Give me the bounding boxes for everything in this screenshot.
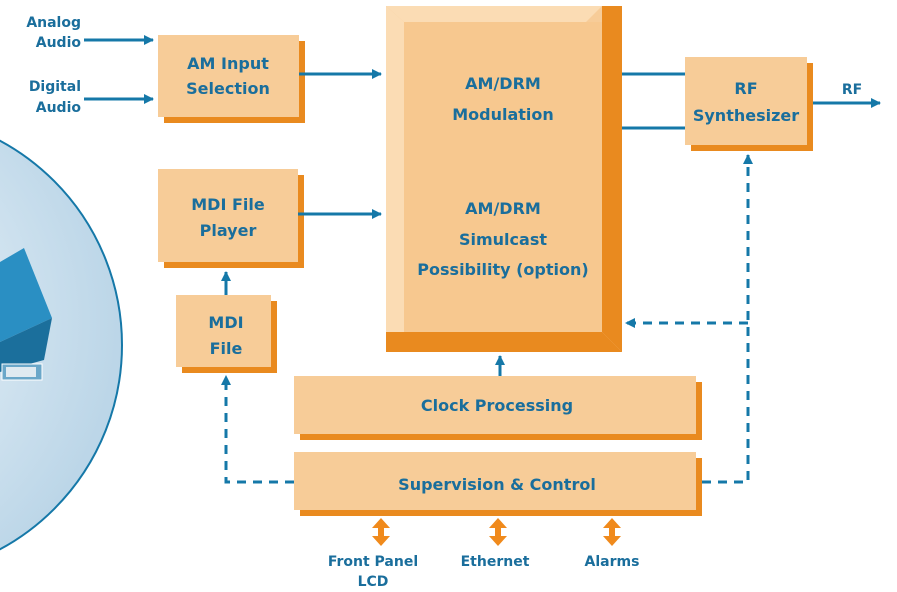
alarms-arrow-icon: [603, 518, 621, 546]
rf-synth-label-1: RF: [734, 79, 757, 98]
simulcast-label-3: Possibility (option): [417, 260, 588, 279]
control-dashed-lines: [221, 154, 753, 484]
ethernet-arrow-icon: [489, 518, 507, 546]
digital-label-1: Digital: [29, 79, 81, 95]
control-to-rf-dashed: [702, 154, 753, 484]
am-input-label-1: AM Input: [187, 54, 269, 73]
modulation-label-1: AM/DRM: [465, 74, 541, 93]
mdi-file-label-1: MDI: [208, 313, 243, 332]
am-input-selection-block: AM Input Selection: [158, 35, 305, 123]
simulcast-label-1: AM/DRM: [465, 199, 541, 218]
simulcast-label-2: Simulcast: [459, 230, 547, 249]
analog-label-1: Analog: [26, 15, 81, 31]
mdi-player-label-1: MDI File: [191, 195, 265, 214]
external-labels: Analog Audio Digital Audio RF Front Pane…: [26, 15, 862, 590]
digital-label-2: Audio: [36, 100, 82, 116]
clock-processing-label: Clock Processing: [421, 396, 573, 415]
connectors: [84, 35, 881, 484]
rf-synthesizer-block: RF Synthesizer: [685, 57, 813, 151]
equipment-shape: [0, 248, 52, 342]
mdi-file-label-2: File: [210, 339, 243, 358]
modulation-label-2: Modulation: [452, 105, 554, 124]
analog-label-2: Audio: [36, 35, 82, 51]
product-photo: [0, 139, 123, 551]
modulation-block: AM/DRM Modulation AM/DRM Simulcast Possi…: [386, 6, 622, 352]
clock-processing-block: Clock Processing: [294, 376, 702, 440]
interface-arrows: [372, 518, 621, 546]
am-input-label-2: Selection: [186, 79, 270, 98]
rf-output-label: RF: [842, 82, 862, 98]
supervision-control-label: Supervision & Control: [398, 475, 596, 494]
front-panel-arrow-icon: [372, 518, 390, 546]
control-to-mdi-file-dashed: [221, 375, 294, 484]
front-panel-label-1: Front Panel: [328, 554, 418, 570]
ethernet-label: Ethernet: [461, 554, 530, 570]
mdi-file-player-block: MDI File Player: [158, 169, 304, 268]
mdi-file-block: MDI File: [176, 295, 277, 373]
mdi-player-label-2: Player: [200, 221, 257, 240]
supervision-control-block: Supervision & Control: [294, 452, 702, 516]
front-panel-label-2: LCD: [358, 574, 389, 590]
alarms-label: Alarms: [585, 554, 640, 570]
rf-synth-label-2: Synthesizer: [693, 106, 799, 125]
